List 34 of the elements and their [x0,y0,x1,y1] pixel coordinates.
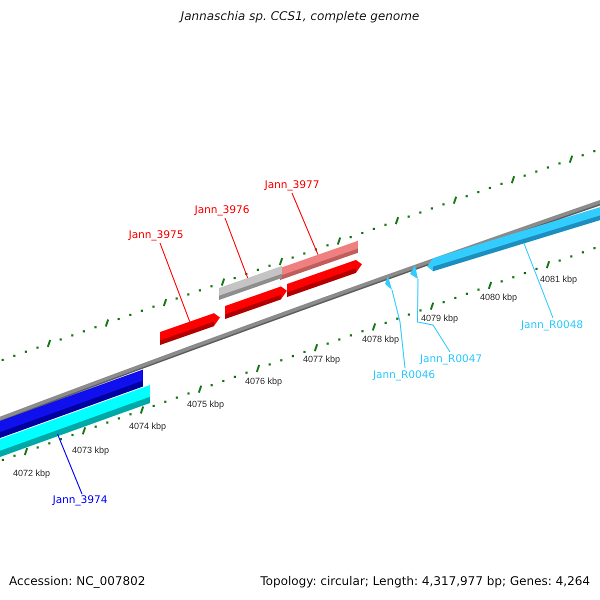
leader-line [292,192,318,256]
scale-label: 4079 kbp [421,313,458,323]
scale-label: 4073 kbp [72,445,110,455]
leader-line [224,218,248,278]
gene-label: Jann_3974 [52,494,108,506]
gene-block [427,207,600,272]
gene-label: Jann_3975 [128,229,184,241]
gene-block [225,286,287,319]
diagram-title: Jannaschia sp. CCS1, complete genome [178,9,420,23]
gene-label: Jann_3976 [194,204,250,216]
gene-block [287,260,362,297]
gene-label: Jann_R0047 [420,353,482,365]
gene-label: Jann_R0048 [520,319,584,331]
accession-text: Accession: NC_007802 [9,574,146,588]
leader-line [392,290,406,368]
scale-label: 4072 kbp [13,468,50,478]
scale-label: 4078 kbp [362,334,400,344]
gene-marker [385,276,392,290]
scale-label: 4081 kbp [540,274,578,284]
gene-bar [0,385,150,457]
leader-line [57,434,82,494]
scale-label: 4076 kbp [245,376,282,386]
scale-label: 4075 kbp [187,399,224,409]
leader-line [417,278,450,352]
gene-label: Jann_R0046 [372,369,436,381]
gene-block [160,313,220,345]
leader-line [524,242,554,318]
gene-label: Jann_3977 [264,179,320,191]
scale-label: 4080 kbp [480,292,518,302]
leader-line [160,242,190,322]
scale-label: 4074 kbp [129,421,166,431]
scale-label: 4077 kbp [303,354,340,364]
genome-info-text: Topology: circular; Length: 4,317,977 bp; Genes: 4,264 [260,574,590,588]
gene-marker [410,265,418,279]
